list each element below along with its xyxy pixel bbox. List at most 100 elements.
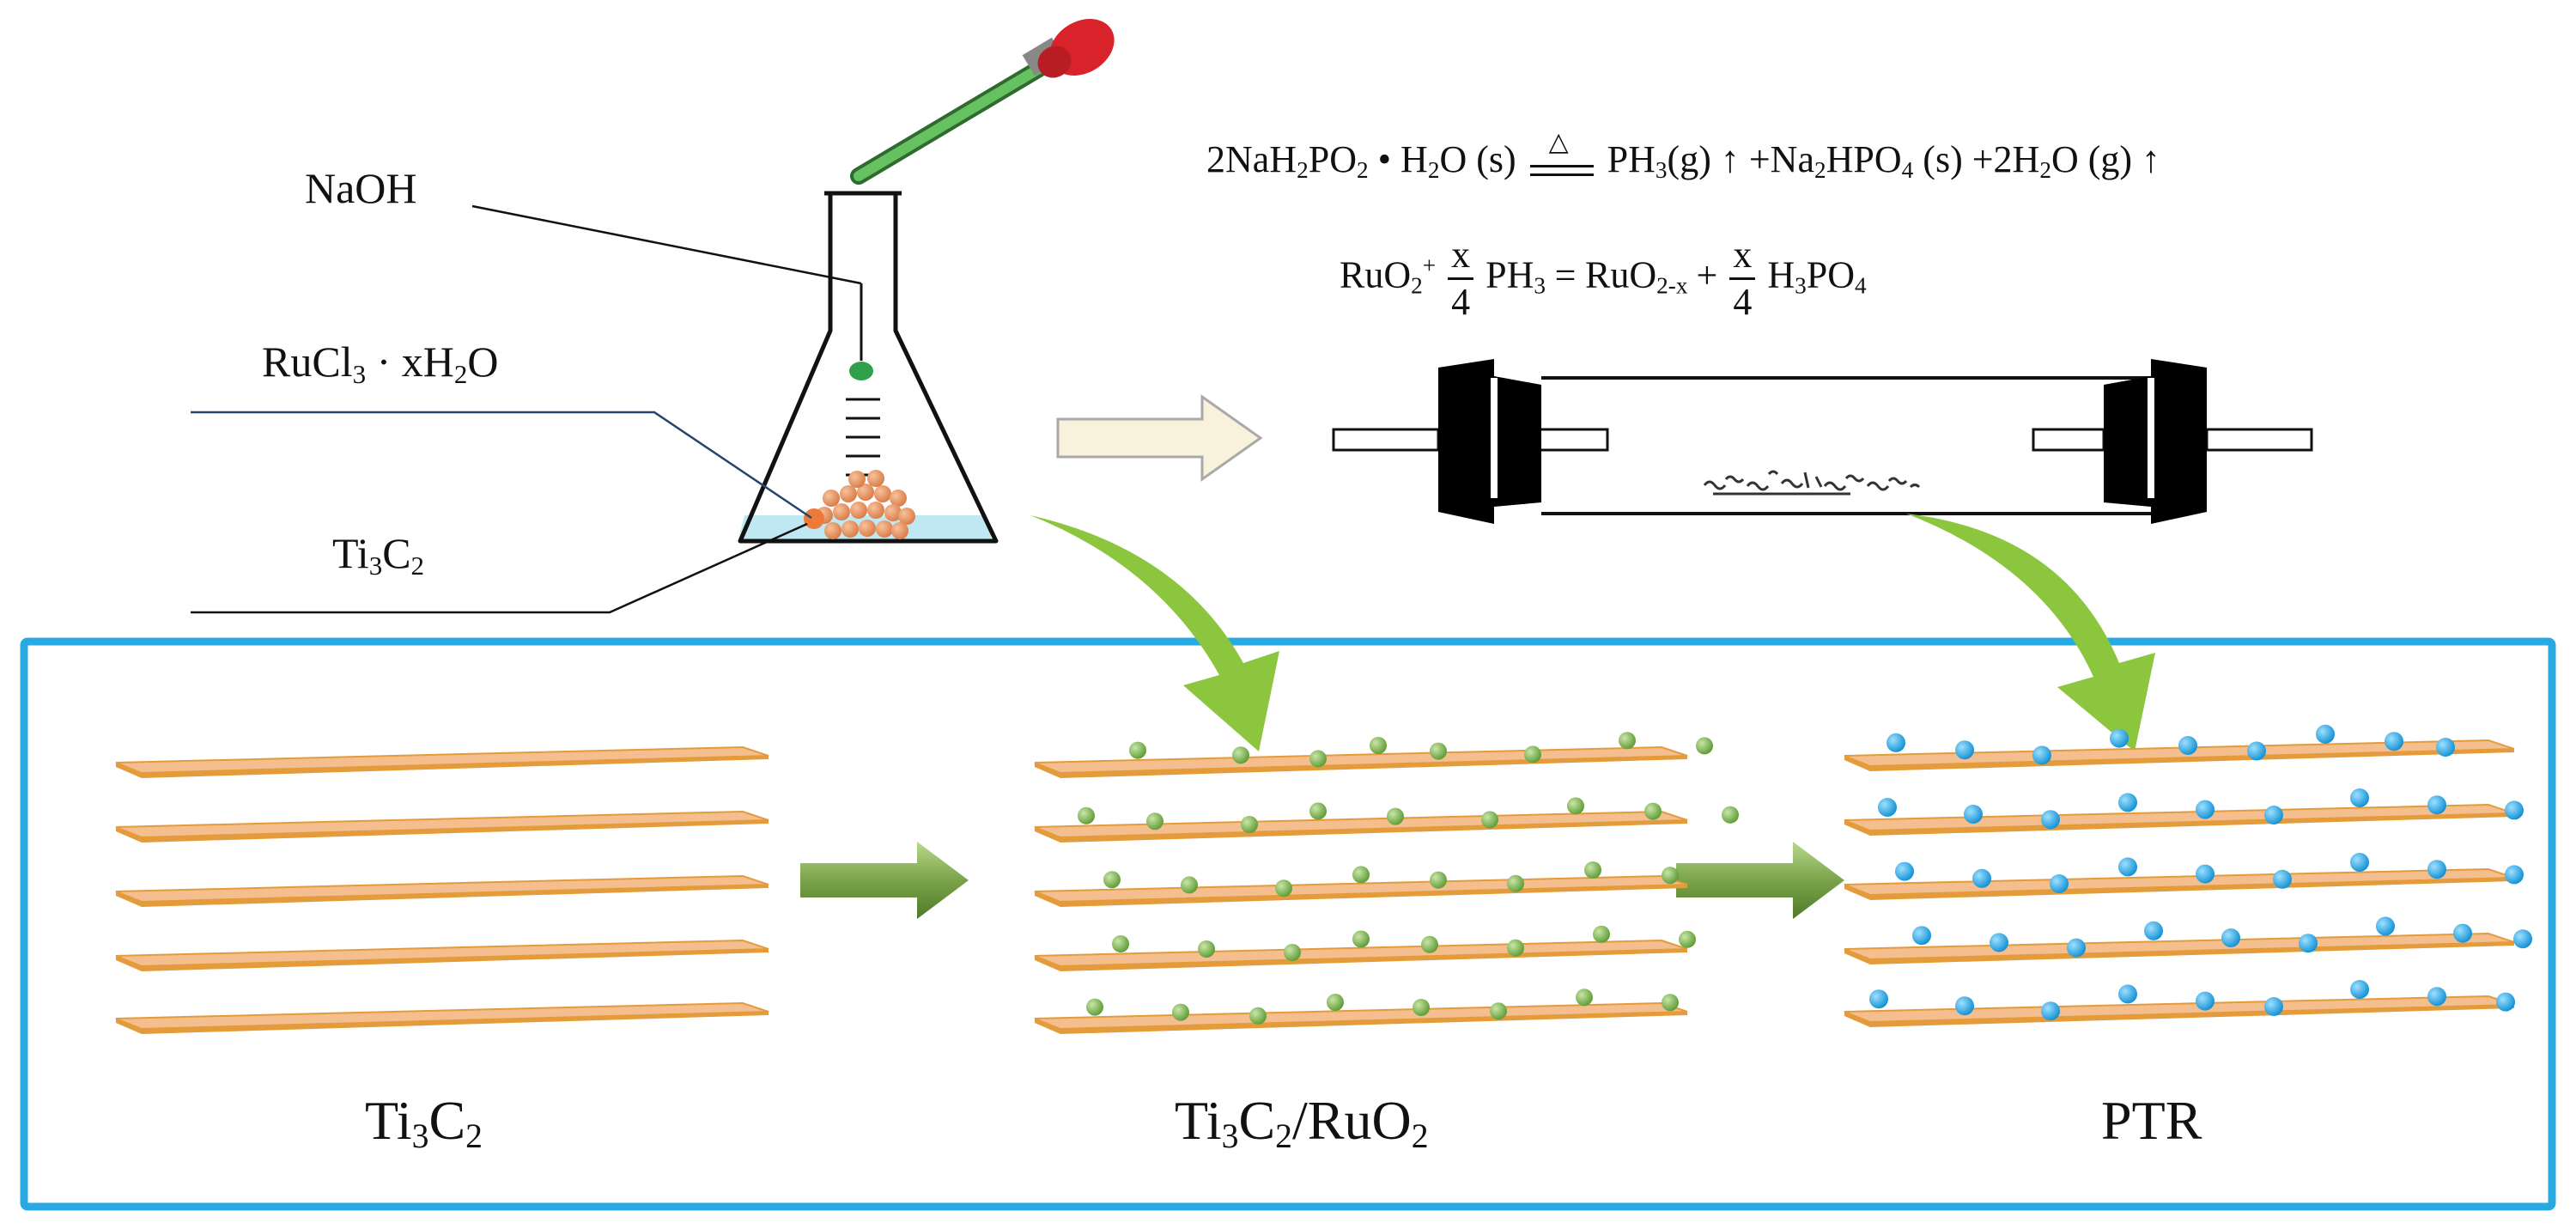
phosphide-particle bbox=[2067, 938, 2086, 958]
ruo2-particle bbox=[1696, 737, 1713, 755]
phosphide-particle bbox=[2196, 864, 2215, 884]
ruo2-particle bbox=[1576, 989, 1593, 1007]
ti3c2-ruo2-stack bbox=[1034, 732, 1739, 1034]
ruo2-particle bbox=[1722, 806, 1739, 824]
phosphide-particle bbox=[1895, 861, 1914, 881]
ruo2-particle bbox=[1490, 1002, 1507, 1020]
ti3c2-stack bbox=[115, 745, 769, 1034]
phosphide-particle bbox=[2513, 929, 2532, 949]
leader-lines bbox=[191, 204, 862, 614]
phosphide-particle bbox=[2118, 857, 2137, 877]
phosphide-particle bbox=[2427, 795, 2446, 815]
tube-furnace-icon bbox=[1332, 359, 2313, 524]
ruo2-particle bbox=[1309, 802, 1327, 820]
caption-ti3c2-ruo2: Ti3C2/RuO2 bbox=[1175, 1090, 1429, 1155]
phosphide-particle bbox=[2247, 741, 2266, 761]
ruo2-particle bbox=[1567, 797, 1584, 815]
ruo2-particle bbox=[1679, 930, 1696, 948]
ptr-stack bbox=[1844, 724, 2532, 1027]
naoh-label: NaOH bbox=[305, 164, 417, 212]
heat-condition: △ bbox=[1529, 128, 1594, 180]
phosphide-particle bbox=[2376, 916, 2395, 936]
curved-arrow-icon bbox=[1030, 514, 2155, 751]
sheet-edge bbox=[116, 885, 769, 907]
phosphide-particle bbox=[2496, 992, 2515, 1012]
ruo2-particle bbox=[1172, 1003, 1189, 1021]
phosphide-particle bbox=[1912, 926, 1931, 946]
ruo2-particle bbox=[1507, 939, 1524, 957]
ruo2-particle bbox=[1619, 732, 1636, 750]
phosphide-particle bbox=[2505, 865, 2524, 885]
phosphide-particle bbox=[2196, 800, 2215, 819]
sheet-edge bbox=[116, 756, 769, 778]
ruo2-particle bbox=[1352, 866, 1370, 884]
sheet-edge bbox=[116, 820, 769, 843]
ruo2-particle bbox=[1593, 925, 1610, 943]
phosphide-particle bbox=[2436, 738, 2455, 757]
equation-decomposition: 2NaH2PO2 • H2O (s)△PH3(g) ↑ +Na2HPO4 (s)… bbox=[1206, 127, 2161, 183]
phosphide-particle bbox=[2118, 984, 2137, 1004]
process-frame bbox=[20, 637, 2556, 1211]
sheet-edge bbox=[1035, 1012, 1687, 1034]
ruo2-particle bbox=[1352, 930, 1370, 948]
phosphide-particle bbox=[2050, 874, 2069, 893]
phosphide-particle bbox=[2110, 728, 2129, 748]
green-block-arrows bbox=[800, 842, 1844, 919]
phosphide-particle bbox=[2505, 800, 2524, 820]
sheet-edge bbox=[1035, 949, 1687, 971]
phosphide-particle bbox=[2453, 923, 2472, 943]
phosphide-particle bbox=[2118, 793, 2137, 812]
phosphide-particle bbox=[1878, 798, 1897, 817]
ruo2-particle bbox=[1644, 802, 1662, 820]
phosphide-particle bbox=[2221, 928, 2240, 947]
phosphide-particle bbox=[2178, 736, 2197, 755]
phosphide-particle bbox=[2196, 991, 2215, 1011]
phosphide-particle bbox=[2032, 745, 2051, 765]
powder-sample bbox=[1703, 470, 1921, 496]
sheet-edge bbox=[1035, 820, 1687, 843]
sheet-edge bbox=[1844, 942, 2514, 964]
particle-cluster bbox=[804, 470, 915, 539]
ruo2-particle bbox=[1370, 737, 1387, 754]
phosphide-particle bbox=[2144, 921, 2163, 940]
ruo2-particle bbox=[1430, 742, 1447, 760]
phosphide-particle bbox=[1972, 868, 1991, 888]
phosphide-particle bbox=[2299, 934, 2318, 953]
ruo2-particle bbox=[1662, 867, 1679, 885]
sheet-edge bbox=[1844, 1005, 2514, 1027]
sheet-edge bbox=[116, 949, 769, 971]
ruo2-particle bbox=[1078, 806, 1095, 824]
ruo2-particle bbox=[1275, 879, 1292, 897]
phosphide-particle bbox=[2427, 987, 2446, 1007]
sheet-edge bbox=[116, 1012, 769, 1034]
block-arrow-icon bbox=[1056, 394, 1263, 482]
phosphide-particle bbox=[2385, 732, 2403, 751]
caption-ptr: PTR bbox=[2101, 1090, 2202, 1151]
ruo2-particle bbox=[1086, 998, 1103, 1016]
ruo2-particle bbox=[1249, 1007, 1267, 1025]
ruo2-particle bbox=[1129, 741, 1146, 759]
phosphide-particle bbox=[1990, 933, 2008, 952]
phosphide-particle bbox=[1955, 740, 1974, 760]
phosphide-particle bbox=[2350, 853, 2369, 872]
ruo2-particle bbox=[1232, 746, 1249, 764]
ruo2-particle bbox=[1309, 750, 1327, 768]
ruo2-particle bbox=[1413, 999, 1430, 1016]
phosphide-particle bbox=[1886, 733, 1905, 752]
ruo2-particle bbox=[1284, 944, 1301, 961]
sheet-edge bbox=[1844, 749, 2514, 771]
phosphide-particle bbox=[2316, 724, 2335, 744]
ruo2-particle bbox=[1198, 940, 1215, 958]
sheet-edge bbox=[1035, 756, 1687, 778]
phosphide-particle bbox=[2264, 806, 2283, 824]
ruo2-particle bbox=[1327, 994, 1344, 1011]
rucl3-label: RuCl3 · xH2O bbox=[262, 338, 499, 389]
phosphide-particle bbox=[1955, 996, 1974, 1016]
ruo2-particle bbox=[1103, 871, 1121, 889]
ruo2-particle bbox=[1584, 861, 1601, 879]
sheet-edge bbox=[1844, 878, 2514, 900]
dropper-icon bbox=[850, 19, 1115, 185]
